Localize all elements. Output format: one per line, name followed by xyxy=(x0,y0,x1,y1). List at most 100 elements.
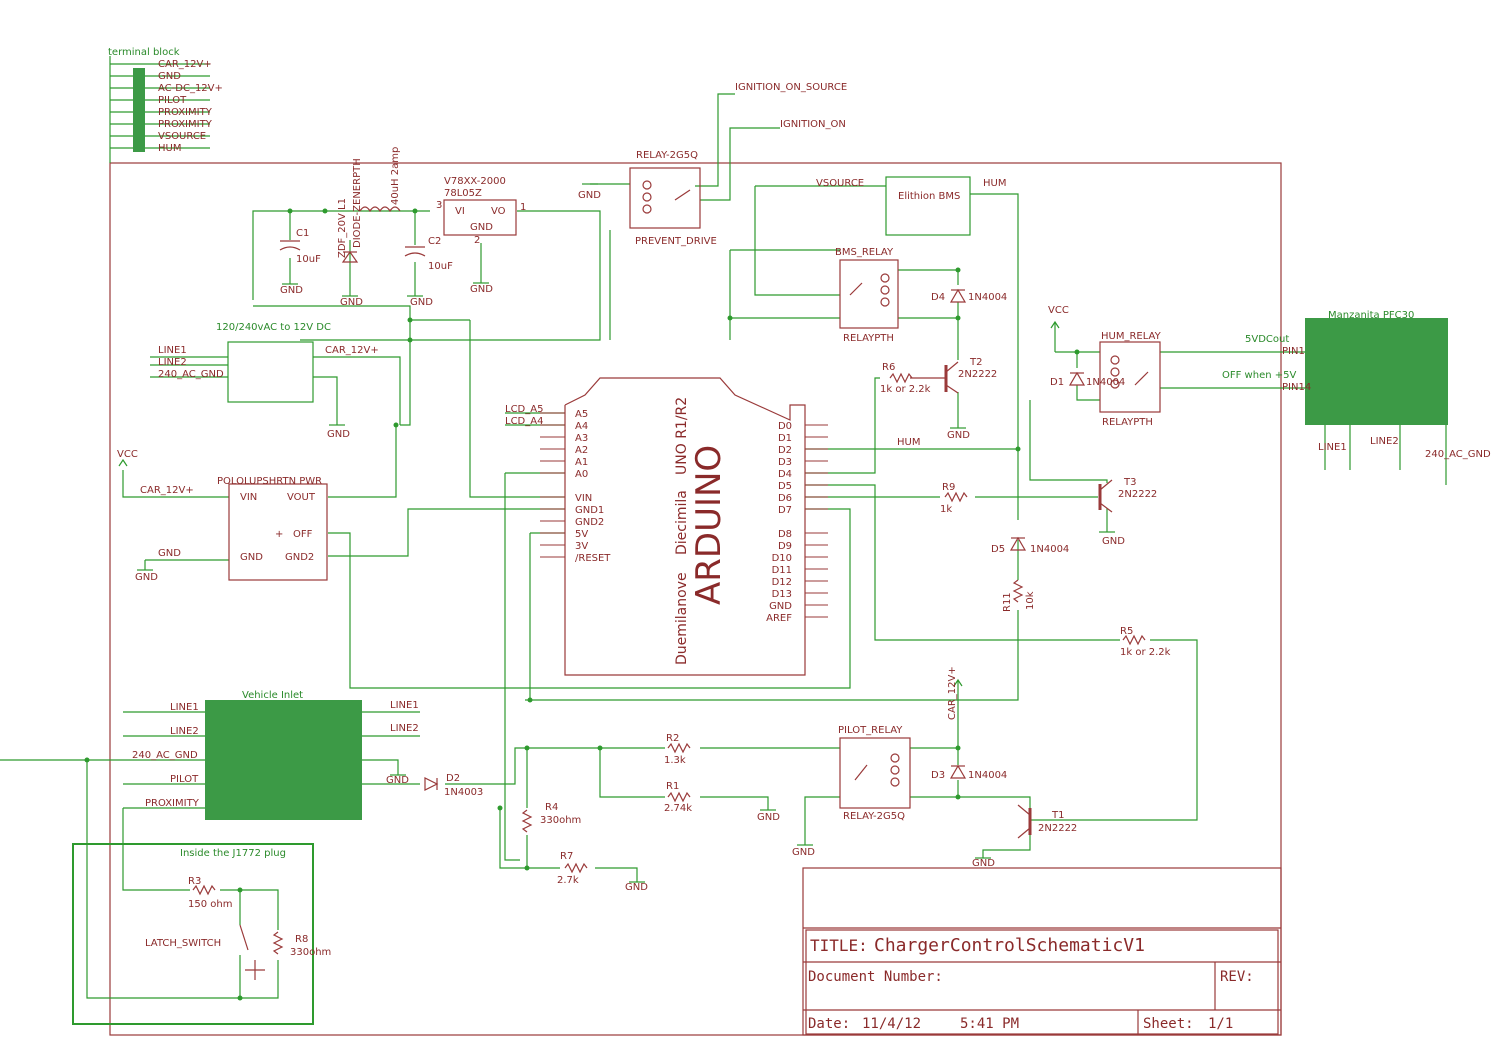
bms-name: Elithion BMS xyxy=(898,191,960,202)
hum-relay xyxy=(1099,341,1161,413)
tb-pin-3: AC-DC_12V+ xyxy=(158,83,223,94)
sheet-value: 1/1 xyxy=(1208,1016,1233,1032)
arduino-left-pin-label: A5 xyxy=(575,409,588,420)
resistor-r7 xyxy=(564,862,588,874)
r3-value: 150 ohm xyxy=(188,899,232,910)
regulator-78l05 xyxy=(443,199,517,236)
d5-value: 1N4004 xyxy=(1030,544,1069,555)
arduino-left-pin-label: 3V xyxy=(575,541,588,552)
title-label: TITLE: xyxy=(810,936,868,955)
acdc-line1: LINE1 xyxy=(158,345,187,356)
c2-name: C2 xyxy=(428,236,441,247)
pololu-vout: VOUT xyxy=(287,492,316,503)
vi-left-4: PILOT xyxy=(170,774,199,785)
bms-hum: HUM xyxy=(983,178,1006,189)
d1-name: D1 xyxy=(1050,377,1064,388)
arduino-uno: UNO R1/R2 xyxy=(674,397,690,475)
arduino-right-pin-label: D3 xyxy=(778,457,792,468)
gnd-t3: GND xyxy=(1102,536,1125,547)
zener-diode xyxy=(341,250,359,263)
r9-name: R9 xyxy=(942,482,955,493)
r9-value: 1k xyxy=(940,504,952,515)
doc-number-label: Document Number: xyxy=(808,969,943,985)
hum-relay-name: HUM_RELAY xyxy=(1101,331,1162,342)
arduino-left-pin-label: A2 xyxy=(575,445,588,456)
d3-value: 1N4004 xyxy=(968,770,1007,781)
c1-value: 10uF xyxy=(296,254,321,265)
lcd-a5: LCD_A5 xyxy=(505,404,543,415)
resistor-r4 xyxy=(521,809,533,833)
acdc-line2: LINE2 xyxy=(158,357,187,368)
d3-name: D3 xyxy=(931,770,945,781)
bms-relay-name: BMS_RELAY xyxy=(835,247,894,258)
manzanita-line1: LINE1 xyxy=(1318,442,1347,453)
junction-dots xyxy=(84,208,1080,1001)
d4-name: D4 xyxy=(931,292,945,303)
manzanita-name: Manzanita PFC30 xyxy=(1328,310,1414,321)
hum-vcc: VCC xyxy=(1048,305,1069,316)
nets xyxy=(0,56,1447,999)
r11-value: 10k xyxy=(1025,591,1036,610)
pololu-vcc: VCC xyxy=(117,449,138,460)
t3-name: T3 xyxy=(1123,477,1136,488)
arduino-right-pin-label: D5 xyxy=(778,481,792,492)
resistor-r3 xyxy=(192,884,216,896)
manzanita-ac-gnd: 240_AC_GND xyxy=(1425,449,1491,460)
arduino-right-pin-label: D12 xyxy=(772,577,792,588)
tb-pin-1: CAR_12V+ xyxy=(158,59,212,70)
resistor-r6 xyxy=(889,372,913,384)
arduino-left-pin-label: A1 xyxy=(575,457,588,468)
pololu-plus: + xyxy=(275,529,283,540)
gnd-pololu: GND xyxy=(135,572,158,583)
sheet-label: Sheet: xyxy=(1143,1016,1194,1032)
pololu-switch xyxy=(228,483,328,581)
pilot-car12v: CAR_12V+ xyxy=(947,666,958,720)
arduino-right-pin-label: D13 xyxy=(772,589,792,600)
acdc-ac-gnd: 240_AC_GND xyxy=(158,369,224,380)
resistor-r5 xyxy=(1122,634,1146,646)
r5-name: R5 xyxy=(1120,626,1133,637)
gnd-inlet: GND xyxy=(386,775,409,786)
j1772-title: Inside the J1772 plug xyxy=(180,848,286,859)
t3-value: 2N2222 xyxy=(1118,489,1157,500)
vi-left-5: PROXIMITY xyxy=(145,798,200,809)
sheet-frame xyxy=(109,162,1282,1036)
filled-modules xyxy=(133,68,1448,820)
gnd-t2: GND xyxy=(947,430,970,441)
tb-pin-7: VSOURCE xyxy=(158,131,206,142)
reg-vo: VO xyxy=(491,206,506,217)
pololu-gnd-net: GND xyxy=(158,548,181,559)
arduino-right-pin-label: D6 xyxy=(778,493,792,504)
tb-pin-8: HUM xyxy=(158,143,181,154)
arduino-right-pin-label: AREF xyxy=(766,613,792,624)
manzanita-pin14: PIN14 xyxy=(1282,382,1311,393)
arduino-left-pin-label: GND2 xyxy=(575,517,604,528)
arduino-right-pin-label: D11 xyxy=(772,565,792,576)
zener-value: DIODE-ZENERPTH xyxy=(352,158,363,248)
r6-value: 1k or 2.2k xyxy=(880,384,931,395)
ac-dc-label: 120/240vAC to 12V DC xyxy=(216,322,331,333)
prevent-relay-label: PREVENT_DRIVE xyxy=(635,236,717,247)
elithion-bms xyxy=(885,176,971,236)
resistor-r9 xyxy=(944,491,968,503)
prevent-relay-name: RELAY-2G5Q xyxy=(636,150,698,161)
arduino-right-pin-label: D1 xyxy=(778,433,792,444)
tb-pin-6: PROXIMITY xyxy=(158,119,213,130)
vehicle-inlet-body xyxy=(205,700,362,820)
title-value: ChargerControlSchematicV1 xyxy=(874,935,1145,956)
d1-value: 1N4004 xyxy=(1086,377,1125,388)
inductor-l1 xyxy=(359,206,401,213)
r4-value: 330ohm xyxy=(540,815,581,826)
title-block xyxy=(802,867,1282,1036)
manzanita-off5v: OFF when +5V xyxy=(1222,370,1296,381)
r4-name: R4 xyxy=(545,802,558,813)
pilot-relay xyxy=(839,737,911,809)
reg-gnd: GND xyxy=(470,222,493,233)
gnd-c1: GND xyxy=(280,285,303,296)
r3-name: R3 xyxy=(188,876,201,887)
acdc-car12v: CAR_12V+ xyxy=(325,345,379,356)
date-value: 11/4/12 xyxy=(862,1016,921,1032)
pilot-relay-value: RELAY-2G5Q xyxy=(843,811,905,822)
arduino-hum: HUM xyxy=(897,437,920,448)
vi-left-3: 240_AC_GND xyxy=(132,750,198,761)
